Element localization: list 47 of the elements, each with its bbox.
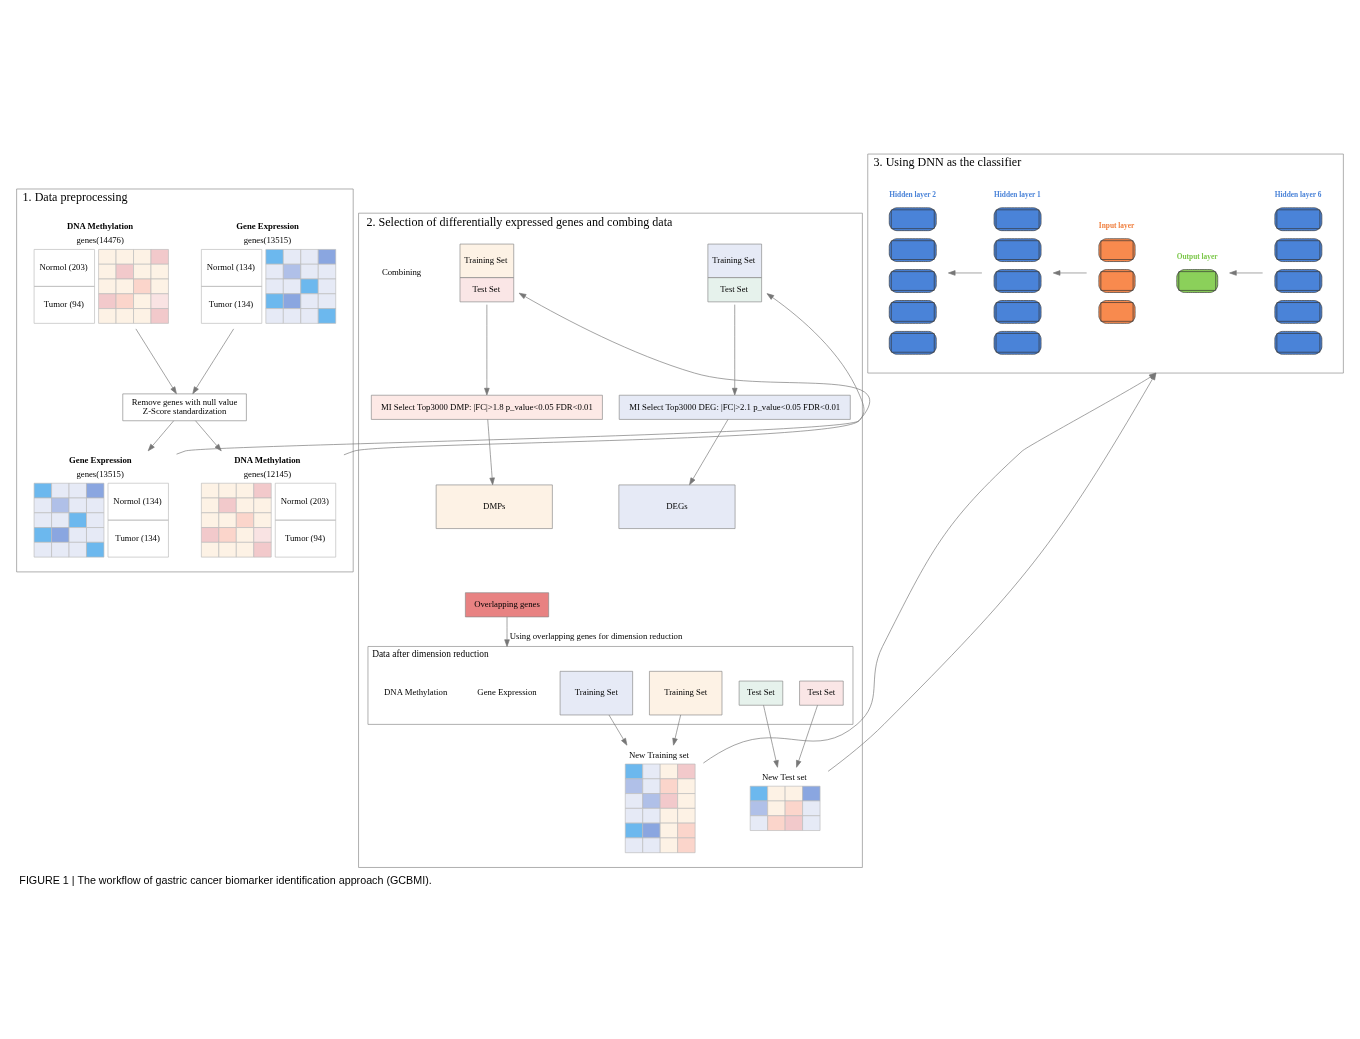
arrow xyxy=(608,714,628,746)
node-label: Output layer xyxy=(1176,251,1218,261)
arrow xyxy=(195,420,222,452)
node-label: genes(13515) xyxy=(76,468,124,479)
node-label: New Training set xyxy=(628,749,690,760)
arrow xyxy=(484,304,490,396)
node-label: Gene Expression xyxy=(236,220,299,231)
label: Combining xyxy=(381,267,422,278)
node-label: genes(14476) xyxy=(76,235,124,245)
arrow xyxy=(487,419,495,486)
node-label: Hidden layer 2 xyxy=(889,189,936,199)
arrow xyxy=(689,419,729,486)
node-label: Input layer xyxy=(1098,220,1135,230)
node-box: Overlapping genes xyxy=(465,592,549,618)
arrow xyxy=(504,616,510,647)
node-box: DEGs xyxy=(618,484,736,529)
label: DNA Methylation xyxy=(384,687,448,698)
node-box: MI Select Top3000 DEG: |FC|>2.1 p_value<0.05 FDR<0.01 xyxy=(618,394,851,420)
label: Gene Expression xyxy=(477,687,537,698)
node-box: Training Set xyxy=(649,671,723,716)
edge-label: Using overlapping genes for dimension reduction xyxy=(509,630,683,641)
node-box: Test Set xyxy=(799,680,844,706)
arrow xyxy=(1229,270,1263,276)
node-box: DMPs xyxy=(435,484,553,529)
arrow xyxy=(343,292,870,456)
caption: FIGURE 1 | The workflow of gastric cancer biomarker identification approach (GCBMI). xyxy=(19,874,432,887)
arrow xyxy=(732,304,738,396)
arrow xyxy=(763,704,779,768)
arrow xyxy=(672,714,681,746)
node-label: New Test set xyxy=(761,771,807,782)
arrow xyxy=(147,420,175,452)
node-label: DNA Methylation xyxy=(67,220,134,231)
node-label: genes(12145) xyxy=(243,468,292,479)
node-box: Training Set xyxy=(559,671,633,716)
node-label: DNA Methylation xyxy=(234,454,301,465)
node-label: Hidden layer 1 xyxy=(994,189,1041,199)
arrow xyxy=(192,328,234,394)
node-box: Remove genes with null value Z-Score standardization xyxy=(122,393,247,422)
node-box: MI Select Top3000 DMP: |FC|>1.8 p_value<0.05 FDR<0.01 xyxy=(371,394,603,420)
node-label: genes(13515) xyxy=(243,235,292,245)
arrow xyxy=(135,328,177,394)
node-label: Hidden layer 6 xyxy=(1274,189,1322,199)
node-box: Test Set xyxy=(738,680,784,706)
node-label: Gene Expression xyxy=(69,454,132,465)
arrow xyxy=(796,704,818,768)
arrow xyxy=(1052,270,1087,276)
arrow xyxy=(948,270,983,276)
